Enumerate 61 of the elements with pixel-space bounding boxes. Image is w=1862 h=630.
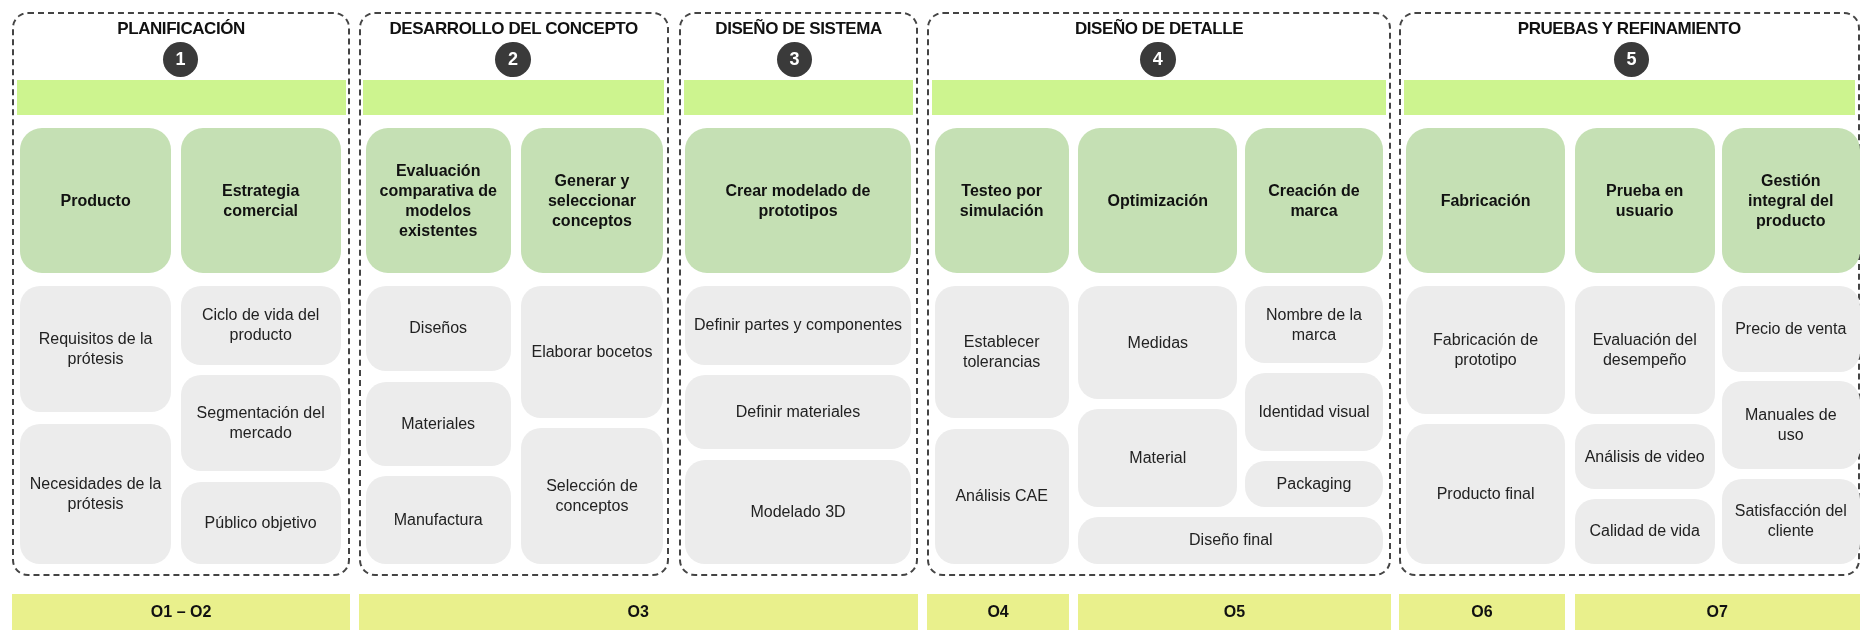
- activity-box: Producto final: [1406, 423, 1566, 565]
- objective-bar: O7: [1574, 593, 1860, 630]
- activity-box: Definir materiales: [685, 375, 911, 449]
- activity-box: Nombre de la marca: [1244, 286, 1384, 364]
- category-header-box: Evaluación comparativa de modelos existentes: [365, 128, 511, 274]
- category-header-box: Testeo por simulación: [934, 128, 1069, 274]
- header-band: [1403, 79, 1855, 116]
- category-header-box: Producto: [20, 128, 171, 274]
- activity-box: Materiales: [365, 382, 511, 466]
- activity-box: Manuales de uso: [1721, 381, 1860, 470]
- activity-box: Calidad de vida: [1574, 498, 1715, 565]
- activity-box: Ciclo de vida del producto: [180, 286, 341, 365]
- category-header-box: Optimización: [1078, 128, 1238, 274]
- phase-panel: [679, 11, 918, 576]
- activity-box: Identidad visual: [1244, 372, 1384, 452]
- header-band: [684, 79, 914, 116]
- objective-bar: O4: [927, 593, 1069, 630]
- header-band: [16, 79, 346, 116]
- category-header-box: Creación de marca: [1244, 128, 1384, 274]
- activity-box: Elaborar bocetos: [521, 286, 663, 418]
- phase-title: DISEÑO DE DETALLE: [1073, 17, 1245, 40]
- phase-title: PRUEBAS Y REFINAMIENTO: [1516, 17, 1742, 40]
- activity-box: Necesidades de la prótesis: [20, 423, 171, 565]
- activity-box: Medidas: [1078, 286, 1238, 399]
- activity-box: Diseño final: [1078, 516, 1384, 565]
- activity-box: Público objetivo: [180, 482, 341, 565]
- activity-box: Fabricación de prototipo: [1406, 286, 1566, 415]
- activity-box: Selección de conceptos: [521, 427, 663, 565]
- category-header-box: Crear modelado de prototipos: [685, 128, 911, 274]
- phase-panel: [1398, 11, 1860, 576]
- phase-title: DISEÑO DE SISTEMA: [714, 17, 883, 40]
- objective-bar: O3: [358, 593, 918, 630]
- activity-box: Evaluación del desempeño: [1574, 286, 1715, 415]
- phase-panel: [358, 11, 669, 576]
- activity-box: Diseños: [365, 286, 511, 371]
- activity-box: Packaging: [1244, 460, 1384, 508]
- category-header-box: Prueba en usuario: [1574, 128, 1715, 274]
- phase-panel: [11, 11, 351, 576]
- activity-box: Establecer tolerancias: [934, 286, 1069, 418]
- header-band: [363, 79, 664, 116]
- activity-box: Análisis de video: [1574, 423, 1715, 490]
- objective-bar: O1 – O2: [11, 593, 351, 630]
- activity-box: Segmentación del mercado: [180, 375, 341, 472]
- phase-title: PLANIFICACIÓN: [116, 17, 246, 40]
- category-header-box: Gestión integral del producto: [1721, 128, 1860, 274]
- objective-bar: O5: [1078, 593, 1391, 630]
- activity-box: Precio de venta: [1721, 286, 1860, 372]
- activity-box: Modelado 3D: [685, 459, 911, 565]
- activity-box: Requisitos de la prótesis: [20, 286, 171, 413]
- activity-box: Material: [1078, 408, 1238, 508]
- activity-box: Satisfacción del cliente: [1721, 478, 1860, 565]
- category-header-box: Generar y seleccionar conceptos: [521, 128, 663, 274]
- activity-box: Manufactura: [365, 476, 511, 565]
- category-header-box: Fabricación: [1406, 128, 1566, 274]
- category-header-box: Estrategia comercial: [180, 128, 341, 274]
- header-band: [932, 79, 1386, 116]
- activity-box: Análisis CAE: [934, 428, 1069, 565]
- objective-bar: O6: [1398, 593, 1566, 630]
- phase-title: DESARROLLO DEL CONCEPTO: [388, 17, 639, 40]
- phase-panel: [927, 11, 1391, 576]
- activity-box: Definir partes y componentes: [685, 286, 911, 365]
